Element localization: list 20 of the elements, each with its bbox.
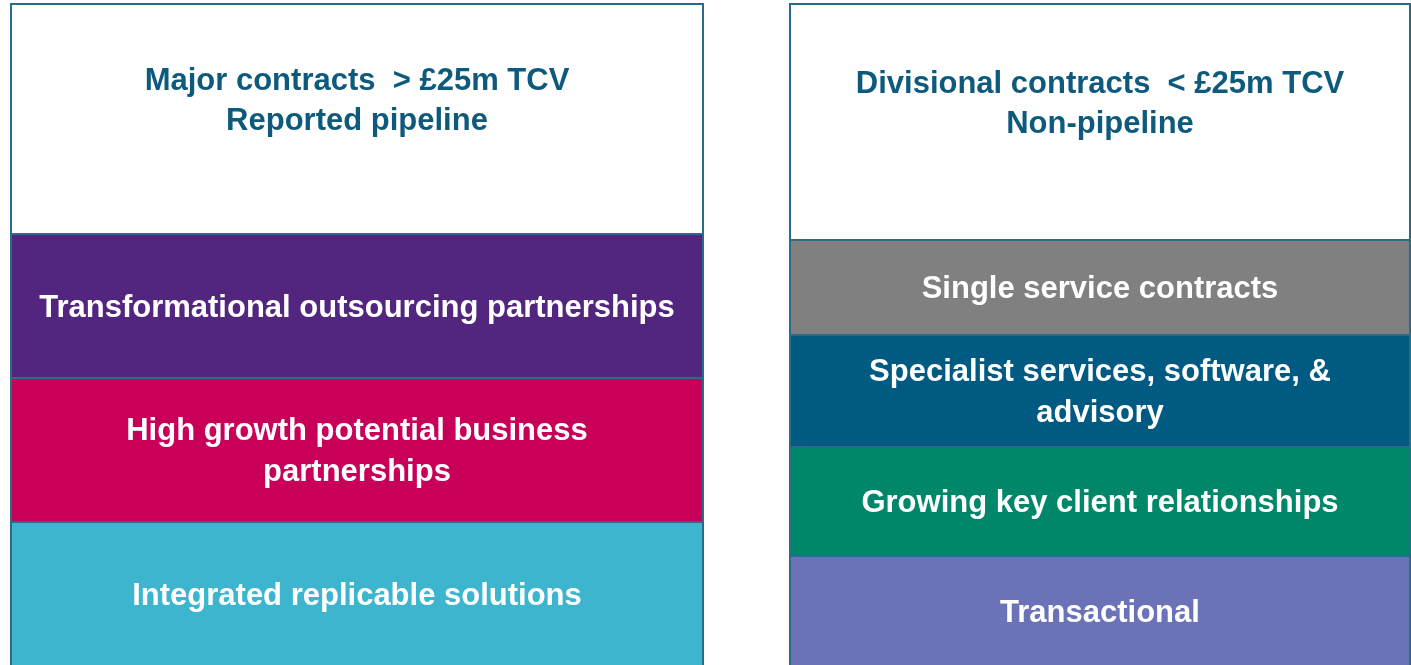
band-label: Transformational outsourcing partnerships bbox=[39, 287, 675, 326]
category-band bbox=[791, 445, 1409, 556]
category-band bbox=[791, 239, 1409, 335]
band-label: High growth potential business partnerships bbox=[125, 411, 589, 491]
panel-heading: Divisional contracts < £25m TCV bbox=[855, 64, 1345, 102]
category-band bbox=[791, 334, 1409, 446]
band-label: Growing key client relationships bbox=[861, 483, 1339, 522]
category-band bbox=[12, 376, 702, 522]
band-label: Single service contracts bbox=[921, 269, 1279, 308]
category-band bbox=[12, 233, 702, 377]
panel-heading: Reported pipeline bbox=[226, 101, 488, 139]
category-band bbox=[791, 555, 1409, 665]
band-label: Integrated replicable solutions bbox=[132, 575, 582, 614]
band-label: Transactional bbox=[1000, 592, 1200, 631]
band-label: Specialist services, software, & advisory bbox=[868, 351, 1332, 431]
panel-heading: Major contracts > £25m TCV bbox=[144, 61, 570, 99]
category-panel bbox=[789, 3, 1411, 665]
category-band bbox=[12, 521, 702, 665]
panel-heading: Non-pipeline bbox=[1006, 104, 1194, 142]
category-panel bbox=[10, 3, 704, 665]
